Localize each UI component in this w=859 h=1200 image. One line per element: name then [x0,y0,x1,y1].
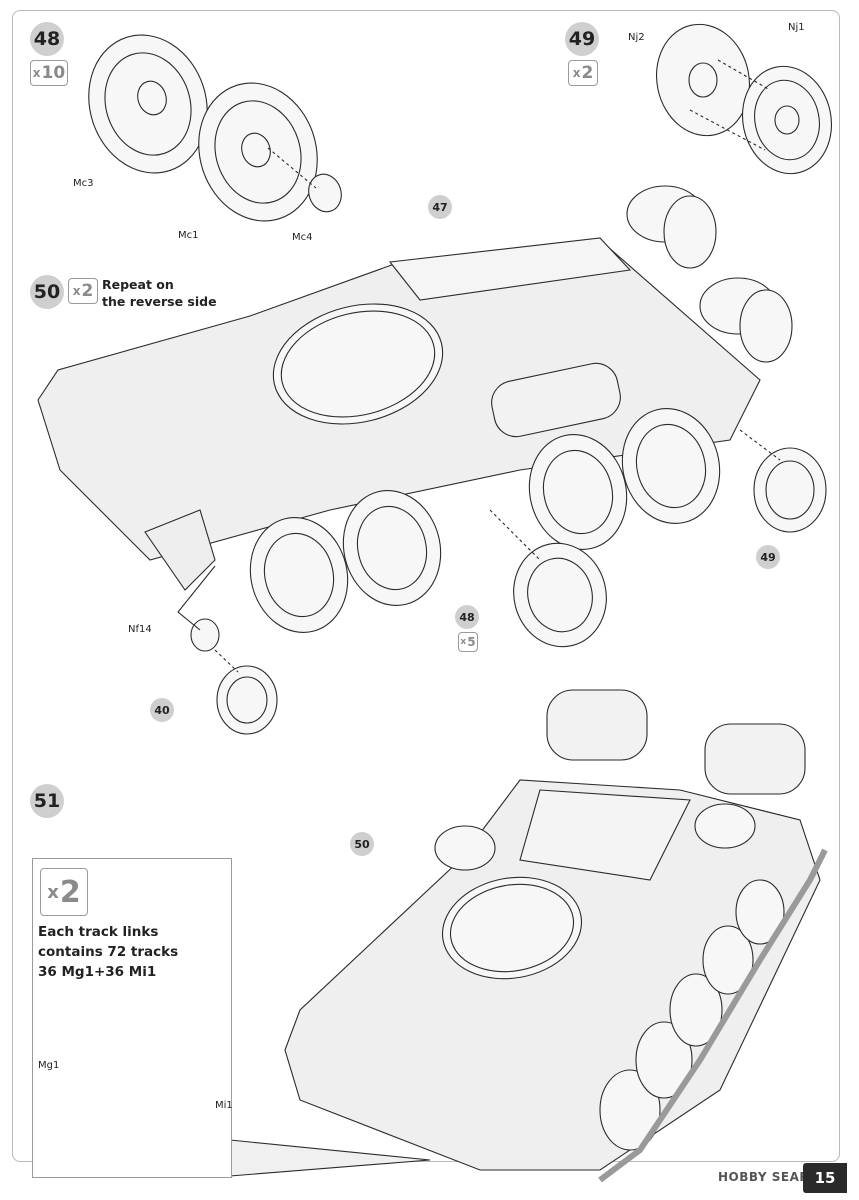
step51-hull-assembly [284,689,828,1183]
note-line-2: the reverse side [102,294,217,309]
track-note-line-2: contains 72 tracks [38,944,179,960]
part-mc1-label: Mc1 [178,230,199,241]
step-50-number: 50 [30,275,64,309]
page-number: 15 [803,1163,847,1193]
step49-wheel-nj2 [655,23,751,137]
part-nj1-label: Nj1 [788,22,805,33]
ref-step-49: 49 [756,545,780,569]
step48-hubcap-mc4 [308,173,342,213]
step-48-number: 48 [30,22,64,56]
multiplier-value: 2 [81,281,94,301]
multiplier-value: 2 [59,874,81,910]
part-mc4-label: Mc4 [292,232,313,243]
step-49-number: 49 [565,22,599,56]
track-note-line-1: Each track links [38,924,159,940]
multiplier-x: x [47,881,59,903]
step-50-note: Repeat on the reverse side [102,276,217,310]
multiplier-x: x [572,66,581,80]
multiplier-value: 2 [581,63,594,83]
ref-step-48: 48 [455,605,479,629]
part-mg1-label: Mg1 [38,1060,60,1071]
track-link-note: Each track links contains 72 tracks 36 M… [38,922,228,982]
step49-wheel-nj1 [741,65,833,175]
step48-wheel-mc1 [198,82,318,222]
step-51-number: 51 [30,784,64,818]
hobby-search-watermark: HOBBY SEARCH [718,1170,829,1184]
multiplier-x: x [460,637,467,647]
part-mc3-label: Mc3 [73,178,94,189]
multiplier-value: 5 [467,635,476,649]
note-line-1: Repeat on [102,277,174,292]
ref-step-50: 50 [350,832,374,856]
track-note-line-3: 36 Mg1+36 Mi1 [38,964,157,980]
step50-hull [37,185,793,591]
page-frame [12,10,840,1162]
multiplier-value: 10 [41,63,66,83]
ref-step-40: 40 [150,698,174,722]
step48-wheel-mc3 [88,34,208,174]
part-nf14-label: Nf14 [128,624,152,635]
part-nj2-label: Nj2 [628,32,645,43]
part-mi1-label: Mi1 [215,1100,233,1111]
multiplier-x: x [32,66,41,80]
multiplier-x: x [72,284,81,298]
step50-road-wheels [190,407,827,735]
ref-step-47: 47 [428,195,452,219]
